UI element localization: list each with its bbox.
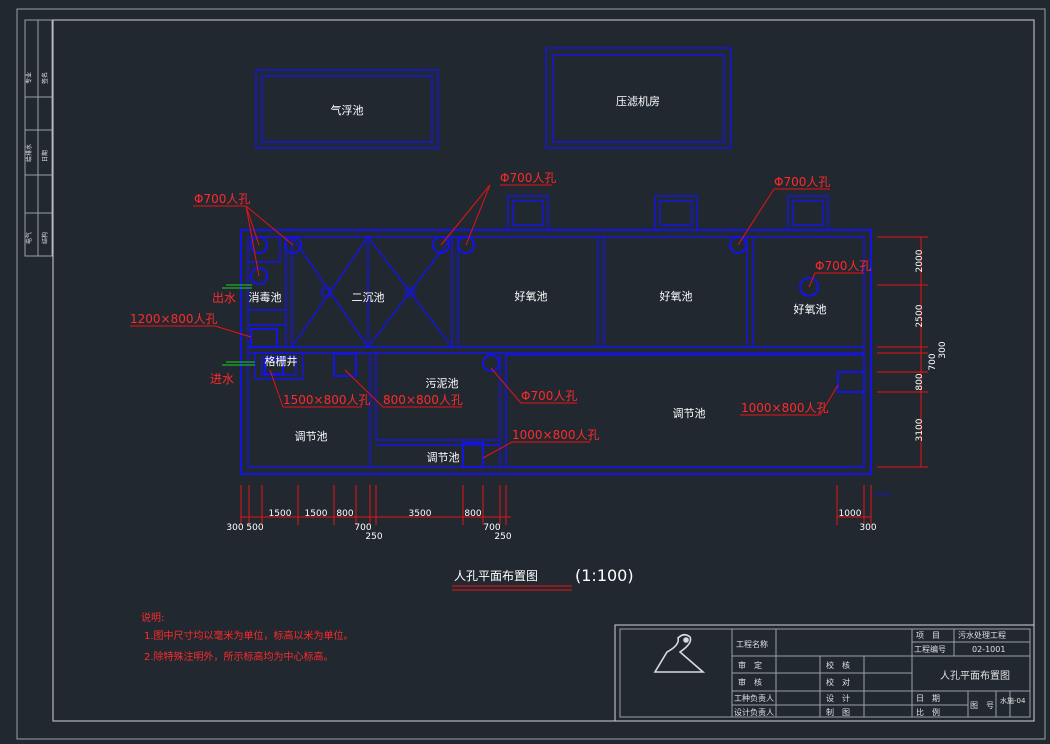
tb-designer: 设计负责人 <box>734 707 774 717</box>
rect-manholes <box>250 328 865 468</box>
aerobic1-label: 好氧池 <box>515 289 548 303</box>
dim-3100: 3100 <box>915 418 925 441</box>
dim-250-b: 250 <box>494 532 511 542</box>
manhole-700-e: Φ700人孔 <box>521 389 577 403</box>
company-logo <box>653 633 706 673</box>
press-room: 压滤机房 <box>545 47 732 149</box>
dim-500: 500 <box>246 523 263 533</box>
side-a1: 专业 <box>25 72 33 84</box>
dim-2500: 2500 <box>915 304 925 327</box>
right-dimensions <box>877 236 928 468</box>
tb-proof: 校 核 <box>826 660 850 670</box>
dim-800-a: 800 <box>336 509 353 519</box>
notes-line1: 1.图中尺寸均以毫米为单位，标高以米为单位。 <box>144 629 354 642</box>
regulating-left-label: 调节池 <box>295 430 328 443</box>
outlet-label: 出水 <box>212 291 236 305</box>
tb-design: 设 计 <box>826 693 850 703</box>
circular-manholes <box>250 236 819 372</box>
flotation-label: 气浮池 <box>331 103 364 117</box>
disinfection-label: 消毒池 <box>249 290 282 304</box>
regulating-right-label: 调节池 <box>673 407 706 420</box>
tb-drawing-title: 人孔平面布置图 <box>940 670 1010 682</box>
bottom-dimensions <box>240 485 890 525</box>
sludge-label: 污泥池 <box>426 377 459 390</box>
tb-check: 校 对 <box>826 677 850 687</box>
main-structure <box>240 229 872 475</box>
manhole-800x800: 800×800人孔 <box>383 393 463 407</box>
dim-700-b: 700 <box>483 523 500 533</box>
manhole-1500x800: 1500×800人孔 <box>283 393 371 407</box>
dim-1500-b: 1500 <box>305 509 328 519</box>
dim-300-left: 300 <box>226 523 243 533</box>
inlet-label: 进水 <box>210 372 234 386</box>
side-b1: 给排水 <box>25 144 33 162</box>
side-b2: 日期 <box>41 150 49 162</box>
tb-draw: 制 图 <box>826 707 850 717</box>
tb-date-label: 日 期 <box>916 694 940 703</box>
tb-project-value: 污水处理工程 <box>958 630 1006 640</box>
dim-3500: 3500 <box>409 509 432 519</box>
dim-800-b: 800 <box>464 509 481 519</box>
inner-border <box>52 19 1035 722</box>
tb-scale-label: 比 例 <box>916 707 940 717</box>
dim-1000: 1000 <box>839 509 862 519</box>
tb-sheet-value: 水施-04 <box>1000 696 1026 705</box>
aerobic2-label: 好氧池 <box>660 289 693 303</box>
drawing-scale: (1:100) <box>575 566 634 585</box>
dim-700-vert: 700 <box>928 353 938 370</box>
manhole-1000x800-a: 1000×800人孔 <box>512 428 600 442</box>
side-c2: 结构 <box>41 232 49 244</box>
flotation-tank: 气浮池 <box>255 69 439 149</box>
side-a2: 签名 <box>41 72 49 84</box>
manhole-1200x800: 1200×800人孔 <box>130 312 218 326</box>
manhole-700-a: Φ700人孔 <box>194 192 250 206</box>
dim-1500-a: 1500 <box>269 509 292 519</box>
tb-company-label: 工程名称 <box>736 639 768 649</box>
outer-border <box>16 8 1046 740</box>
notes-line2: 2.除特殊注明外，所示标高均为中心标高。 <box>144 650 334 663</box>
manhole-700-c: Φ700人孔 <box>774 175 830 189</box>
manhole-700-d: Φ700人孔 <box>815 259 871 273</box>
manhole-700-b: Φ700人孔 <box>500 171 556 185</box>
dim-800-vert: 800 <box>915 373 925 390</box>
side-c1: 电气 <box>25 232 33 244</box>
tb-approve: 审 定 <box>738 660 762 670</box>
dim-250-a: 250 <box>365 532 382 542</box>
dim-300-vert: 300 <box>938 341 948 358</box>
dim-300-right: 300 <box>859 523 876 533</box>
press-room-label: 压滤机房 <box>616 94 660 108</box>
tb-sheet-label: 图 号 <box>970 701 994 710</box>
settling-label: 二沉池 <box>352 291 385 304</box>
side-strip: 专业 签名 给排水 日期 电气 结构 <box>24 19 53 257</box>
tb-lead: 工种负责人 <box>734 693 774 703</box>
leader-lines <box>130 184 864 459</box>
manhole-1000x800-b: 1000×800人孔 <box>741 401 829 415</box>
regulating-mid-label: 调节池 <box>427 451 460 464</box>
tb-number-label: 工程编号 <box>914 644 946 654</box>
drawing-title: 人孔平面布置图 <box>454 569 538 583</box>
title-block <box>614 624 1035 722</box>
tb-number-value: 02-1001 <box>972 645 1005 654</box>
aerobic3-label: 好氧池 <box>794 302 827 316</box>
tb-review: 审 核 <box>738 677 762 687</box>
dim-2000: 2000 <box>915 249 925 272</box>
grid-well-label: 格栅井 <box>265 354 298 368</box>
dim-700-a: 700 <box>354 523 371 533</box>
notes-heading: 说明: <box>141 611 164 624</box>
tb-project-label: 项 目 <box>916 631 940 640</box>
